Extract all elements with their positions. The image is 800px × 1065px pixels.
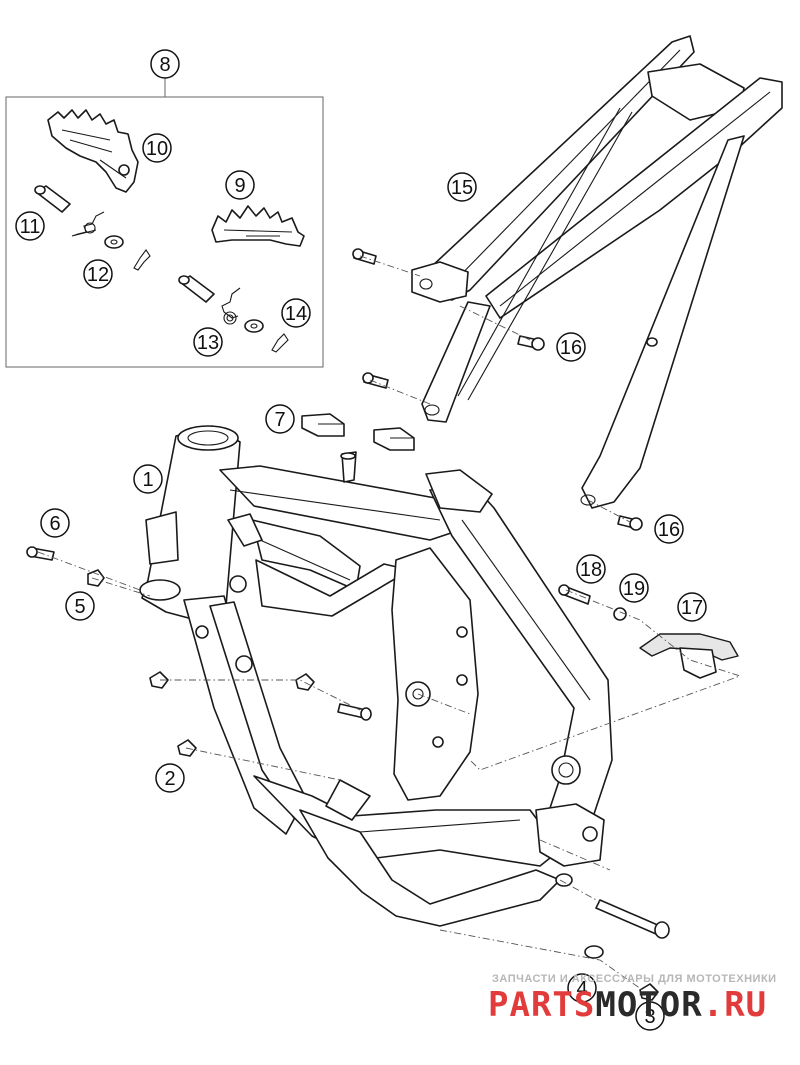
subframe (411, 35, 783, 509)
leader-lines (37, 255, 742, 995)
callout-circle (15, 211, 45, 241)
bolt-front-6 (26, 546, 55, 561)
callout-13: 13 (193, 327, 223, 357)
callout-2: 2 (155, 763, 185, 793)
footpeg-left (47, 109, 139, 193)
callout-label: 17 (681, 597, 703, 619)
rubber-buffers (301, 413, 415, 451)
cotter-pin-right (271, 333, 289, 353)
callout-14: 14 (281, 298, 311, 328)
callout-circle (576, 554, 606, 584)
callout-circle (635, 1001, 665, 1031)
callout-label: 6 (49, 513, 60, 535)
callout-circle (193, 327, 223, 357)
bolt-16a (517, 335, 545, 351)
callout-label: 13 (197, 332, 219, 354)
callout-circle (567, 973, 597, 1003)
cotter-pin-left (133, 249, 151, 271)
footpeg-pin-left (34, 185, 71, 213)
callout-label: 12 (87, 264, 109, 286)
callout-16b: 16 (654, 514, 684, 544)
callout-circle (83, 259, 113, 289)
callout-5: 5 (65, 591, 95, 621)
callout-label: 14 (285, 303, 307, 325)
callout-12: 12 (83, 259, 113, 289)
callout-label: 16 (560, 337, 582, 359)
watermark-logo: PARTSMOTOR.RU (488, 985, 767, 1025)
chain-guide-17 (639, 633, 739, 679)
callout-3: 3 (635, 1001, 665, 1031)
callout-circle (40, 508, 70, 538)
callout-18: 18 (576, 554, 606, 584)
callout-16a: 16 (556, 332, 586, 362)
nut-2a (149, 671, 169, 689)
nut-front-5 (87, 569, 105, 587)
washer-right (244, 319, 264, 333)
callout-circle (155, 763, 185, 793)
callout-circle (65, 591, 95, 621)
callout-7: 7 (265, 404, 295, 434)
callout-circle (619, 573, 649, 603)
callout-15: 15 (447, 172, 477, 202)
callout-label: 3 (644, 1006, 655, 1028)
subframe-bolt-top (352, 248, 377, 265)
swingarm-bolt-4 (555, 873, 670, 939)
callout-label: 15 (451, 177, 473, 199)
bolt-16b (617, 515, 643, 531)
callout-label: 10 (146, 138, 168, 160)
main-frame (139, 425, 613, 927)
spring-left (71, 211, 105, 237)
callout-circle (225, 170, 255, 200)
spring-right (221, 287, 241, 325)
callout-label: 5 (74, 596, 85, 618)
watermark-logo-ru: .RU (703, 985, 767, 1025)
callout-17: 17 (677, 592, 707, 622)
callout-4: 4 (567, 973, 597, 1003)
callout-label: 2 (164, 768, 175, 790)
callout-11: 11 (15, 211, 45, 241)
callout-label: 4 (576, 978, 587, 1000)
watermark: ЗАПЧАСТИ И АКСЕССУАРЫ ДЛЯ МОТОТЕХНИКИ PA… (488, 973, 777, 1025)
callout-label: 19 (623, 578, 645, 600)
watermark-tagline: ЗАПЧАСТИ И АКСЕССУАРЫ ДЛЯ МОТОТЕХНИКИ (492, 973, 777, 985)
callout-circle (556, 332, 586, 362)
callout-circle (133, 464, 163, 494)
callout-label: 9 (234, 175, 245, 197)
callout-label: 1 (142, 469, 153, 491)
callout-label: 18 (580, 559, 602, 581)
callout-10: 10 (142, 133, 172, 163)
callout-circle (265, 404, 295, 434)
callout-1: 1 (133, 464, 163, 494)
callout-9: 9 (225, 170, 255, 200)
watermark-logo-motor: MOTOR (595, 985, 702, 1025)
bolt-18 (558, 584, 591, 605)
callout-19: 19 (619, 573, 649, 603)
callout-circle (281, 298, 311, 328)
swingarm-nut-3 (584, 945, 659, 1001)
callout-circle (654, 514, 684, 544)
callout-circle (677, 592, 707, 622)
callout-label: 8 (159, 54, 170, 76)
callout-label: 11 (20, 216, 41, 238)
washer-left (104, 235, 124, 249)
footpeg-right (211, 205, 305, 247)
footpeg-pin-right (178, 275, 215, 303)
callout-circle (150, 49, 180, 79)
callout-6: 6 (40, 508, 70, 538)
watermark-logo-parts: PARTS (488, 985, 595, 1025)
callout-8: 8 (150, 49, 180, 79)
callout-label: 7 (274, 409, 285, 431)
callout-circle (142, 133, 172, 163)
callout-circle (447, 172, 477, 202)
callout-label: 16 (658, 519, 680, 541)
